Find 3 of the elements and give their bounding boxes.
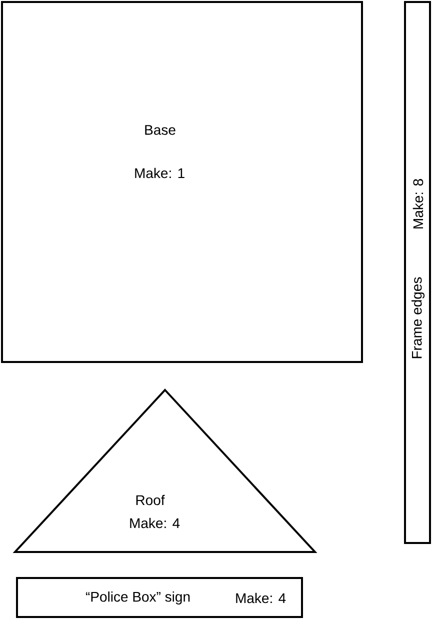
sign-panel: “Police Box” sign Make: 4 [16, 577, 303, 618]
base-panel: Base Make: 1 [1, 1, 363, 363]
frame-edge-strip: Frame edges Make: 8 [404, 1, 431, 544]
